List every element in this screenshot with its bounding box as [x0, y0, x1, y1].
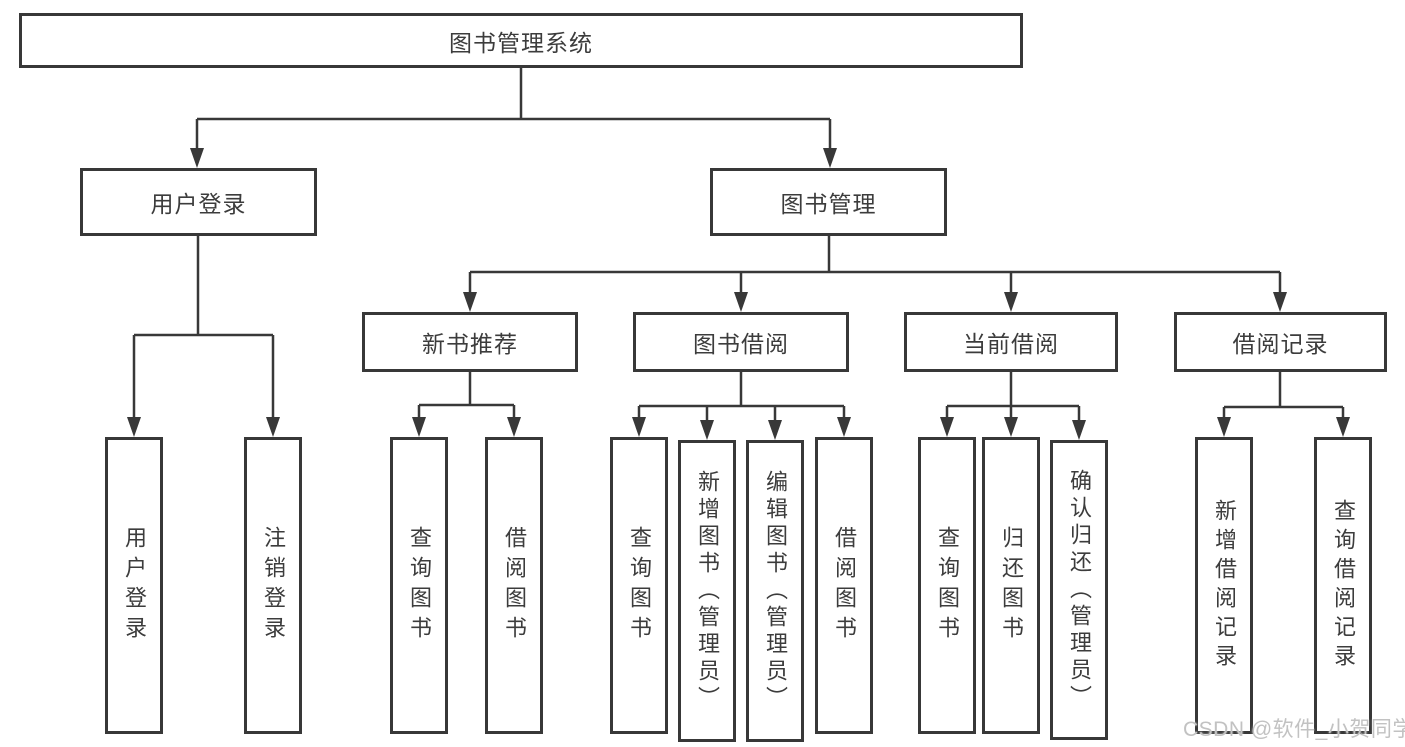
node-label: 图书管理系统 — [449, 29, 593, 56]
node-label: 用户登录 — [122, 525, 147, 646]
node-label: 查询图书 — [407, 525, 432, 646]
leaf-edit-books-admin: 编辑图书（管理员） — [746, 440, 804, 742]
node-root-system: 图书管理系统 — [19, 13, 1023, 68]
leaf-borrow-books: 借阅图书 — [815, 437, 873, 734]
leaf-add-borrow-record: 新增借阅记录 — [1195, 437, 1253, 734]
node-label: 注销登录 — [261, 525, 286, 646]
leaf-query-books-recommend: 查询图书 — [390, 437, 448, 734]
node-current-borrowing: 当前借阅 — [904, 312, 1118, 372]
leaf-query-borrow-record: 查询借阅记录 — [1314, 437, 1372, 734]
node-label: 当前借阅 — [963, 331, 1059, 357]
leaf-query-books-current: 查询图书 — [918, 437, 976, 734]
leaf-add-books-admin: 新增图书（管理员） — [678, 440, 736, 742]
node-label: 借阅图书 — [502, 525, 527, 646]
node-new-book-recommendation: 新书推荐 — [362, 312, 578, 372]
node-borrowing-records: 借阅记录 — [1174, 312, 1387, 372]
node-label: 新书推荐 — [422, 331, 518, 357]
leaf-logout: 注销登录 — [244, 437, 302, 734]
node-label: 查询借阅记录 — [1331, 498, 1356, 673]
node-label: 确认归还（管理员） — [1067, 468, 1092, 712]
leaf-return-books: 归还图书 — [982, 437, 1040, 734]
node-label: 借阅记录 — [1232, 331, 1329, 357]
node-label: 用户登录 — [150, 191, 247, 217]
node-label: 编辑图书（管理员） — [763, 469, 788, 713]
node-book-borrowing: 图书借阅 — [633, 312, 849, 372]
node-label: 查询图书 — [627, 525, 652, 646]
leaf-user-login: 用户登录 — [105, 437, 163, 734]
csdn-watermark: CSDN @软件_小贺同学 — [1183, 718, 1405, 741]
node-label: 查询图书 — [935, 525, 960, 646]
node-book-management: 图书管理 — [710, 168, 947, 236]
node-label: 图书借阅 — [693, 331, 789, 357]
leaf-query-books-borrow: 查询图书 — [610, 437, 668, 734]
node-label: 新增图书（管理员） — [695, 469, 720, 713]
node-label: 新增借阅记录 — [1212, 498, 1237, 673]
leaf-confirm-return-admin: 确认归还（管理员） — [1050, 440, 1108, 740]
node-label: 图书管理 — [780, 191, 877, 217]
node-label: 归还图书 — [999, 525, 1024, 646]
leaf-borrow-books-recommend: 借阅图书 — [485, 437, 543, 734]
node-label: 借阅图书 — [832, 525, 857, 646]
node-user-login: 用户登录 — [80, 168, 317, 236]
